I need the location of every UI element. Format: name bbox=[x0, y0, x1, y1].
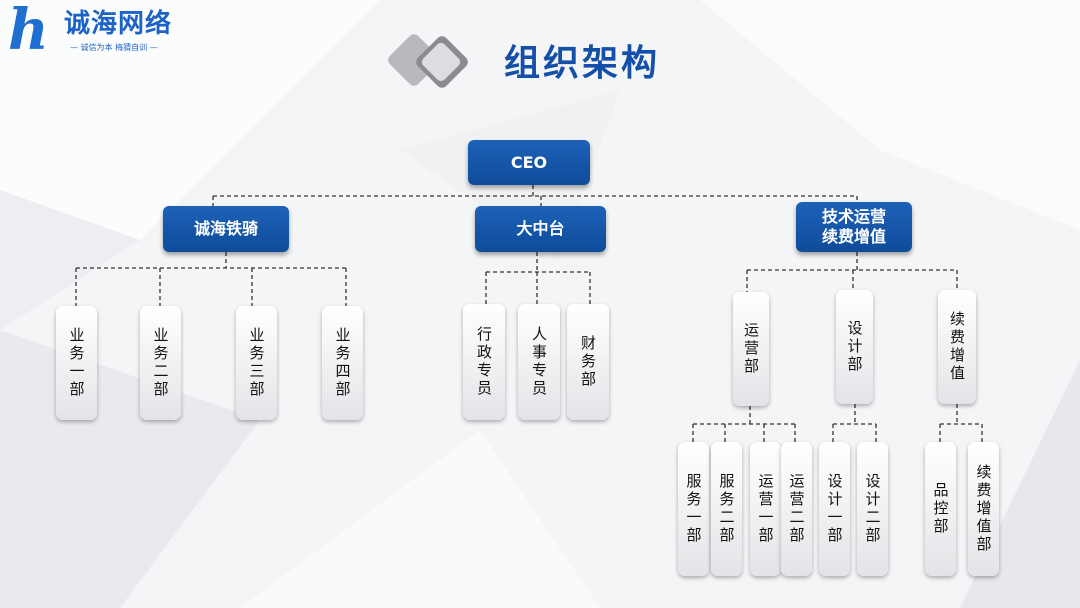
division-label: 大中台 bbox=[516, 219, 565, 238]
dept-label: 人事专员 bbox=[530, 326, 548, 398]
subdept-label: 设计一部 bbox=[825, 473, 844, 545]
dept-box-design: 设计部 bbox=[836, 290, 873, 404]
dept-label: 业务四部 bbox=[333, 327, 352, 399]
diamond-icon bbox=[388, 34, 468, 88]
subdept-label: 服务一部 bbox=[684, 473, 703, 545]
dept-label: 续费增值 bbox=[948, 311, 966, 383]
dept-box-renewal: 续费增值 bbox=[938, 290, 976, 404]
division-box-chenghai: 诚海铁骑 bbox=[163, 206, 289, 252]
dept-label: 设计部 bbox=[845, 320, 864, 374]
page-title: 组织架构 bbox=[504, 43, 661, 84]
subdept-box: 运营一部 bbox=[750, 442, 781, 576]
subdept-label: 品控部 bbox=[931, 482, 950, 536]
dept-label: 财务部 bbox=[579, 335, 597, 389]
dept-label: 业务二部 bbox=[151, 327, 170, 399]
subdept-box: 设计二部 bbox=[857, 442, 888, 576]
subdept-box: 服务一部 bbox=[678, 442, 709, 576]
dept-box: 业务二部 bbox=[140, 306, 181, 420]
dept-box: 业务四部 bbox=[322, 306, 363, 420]
division-box-platform: 大中台 bbox=[475, 206, 606, 252]
subdept-label: 运营一部 bbox=[756, 473, 775, 545]
dept-box: 业务一部 bbox=[56, 306, 97, 420]
logo-mark: h bbox=[8, 0, 49, 63]
division-label: 诚海铁骑 bbox=[193, 219, 258, 238]
logo-name: 诚海网络 bbox=[64, 9, 173, 39]
ceo-label: CEO bbox=[510, 152, 548, 172]
dept-label: 业务一部 bbox=[67, 327, 86, 399]
division-label-line2: 续费增值 bbox=[821, 227, 886, 246]
logo-slogan: — 诚信为本 梅猜自训 — bbox=[70, 43, 158, 52]
division-label-line1: 技术运营 bbox=[821, 207, 886, 226]
dept-box: 人事专员 bbox=[518, 304, 560, 420]
subdept-label: 设计二部 bbox=[863, 473, 882, 545]
subdept-label: 运营二部 bbox=[787, 473, 806, 545]
subdept-box: 续费增值部 bbox=[968, 442, 999, 576]
company-logo: h 诚海网络 — 诚信为本 梅猜自训 — bbox=[6, 0, 181, 64]
dept-box: 业务三部 bbox=[236, 306, 277, 420]
subdept-box: 设计一部 bbox=[819, 442, 850, 576]
dept-label: 运营部 bbox=[742, 322, 760, 376]
subdept-box: 品控部 bbox=[925, 442, 956, 576]
ceo-box: CEO bbox=[468, 140, 590, 185]
subdept-label: 续费增值部 bbox=[974, 464, 993, 554]
subdept-label: 服务二部 bbox=[717, 473, 736, 545]
dept-box: 行政专员 bbox=[463, 304, 505, 420]
subdept-box: 运营二部 bbox=[781, 442, 812, 576]
dept-box: 财务部 bbox=[567, 304, 609, 420]
division-box-tech-ops: 技术运营 续费增值 bbox=[796, 202, 912, 252]
dept-label: 行政专员 bbox=[475, 326, 493, 398]
subdept-box: 服务二部 bbox=[711, 442, 742, 576]
dept-label: 业务三部 bbox=[247, 327, 266, 399]
dept-box-operations: 运营部 bbox=[733, 292, 769, 406]
